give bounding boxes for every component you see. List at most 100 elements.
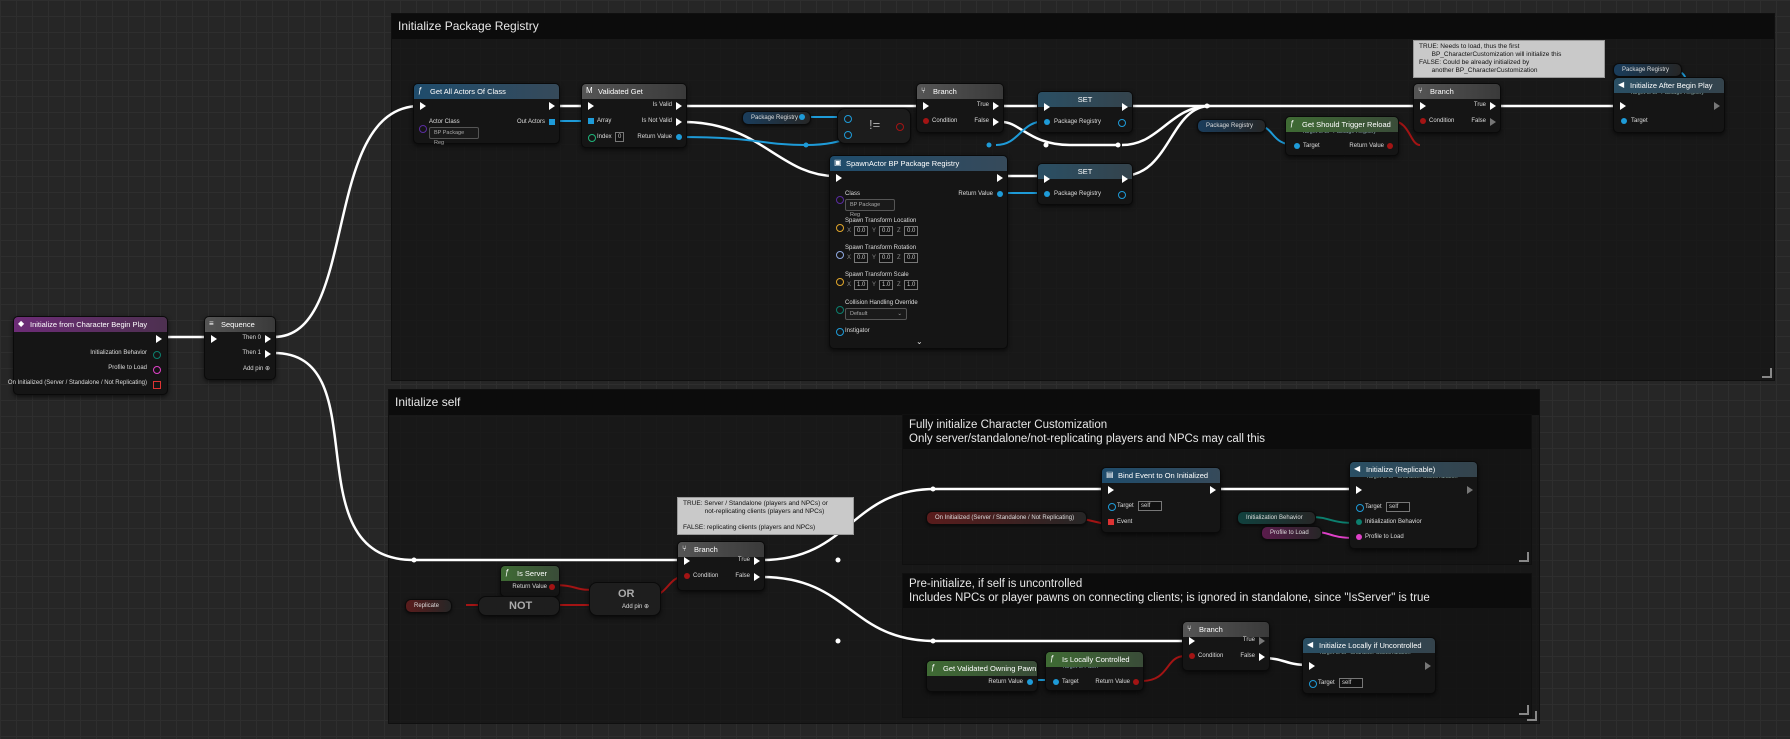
rot-z-input[interactable]: 0.0 (904, 253, 919, 263)
exec-out-pin[interactable] (156, 335, 162, 343)
exec-in-pin[interactable] (1189, 637, 1195, 645)
set-package-registry-node[interactable]: SET Package Registry (1037, 163, 1133, 205)
exec-out-pin[interactable] (1714, 102, 1720, 110)
branch-node[interactable]: ⑂Branch True Condition False (1413, 83, 1501, 133)
delegate-pin[interactable] (153, 381, 161, 389)
false-pin[interactable] (993, 118, 999, 126)
out-actors-pin[interactable] (549, 119, 555, 125)
on-initialized-getter[interactable]: On Initialized (Server / Standalone / No… (926, 511, 1088, 525)
false-pin[interactable] (1490, 118, 1496, 126)
collision-dropdown[interactable]: Default ⌄ (845, 308, 907, 320)
return-pin[interactable] (549, 584, 555, 590)
self-input[interactable]: self (1386, 502, 1410, 512)
array-pin[interactable] (588, 118, 594, 124)
expand-chevron-icon[interactable]: ⌄ (916, 337, 923, 346)
is-not-valid-pin[interactable] (676, 118, 682, 126)
add-pin-button[interactable]: Add pin ⊕ (243, 365, 270, 372)
loc-x-input[interactable]: 0.0 (854, 226, 869, 236)
branch-node[interactable]: ⑂Branch True Condition False (677, 541, 765, 591)
branch-node[interactable]: ⑂Branch True Condition False (1182, 621, 1270, 671)
condition-pin[interactable] (1420, 118, 1426, 124)
exec-out-pin[interactable] (1467, 486, 1473, 494)
add-pin-button[interactable]: Add pin ⊕ (622, 603, 649, 610)
target-pin[interactable] (1356, 504, 1364, 512)
exec-in-pin[interactable] (1044, 175, 1050, 183)
package-registry-getter[interactable]: Package Registry (1197, 119, 1267, 133)
package-registry-in-pin[interactable] (1044, 119, 1050, 125)
target-pin[interactable] (1294, 143, 1300, 149)
exec-in-pin[interactable] (1356, 486, 1362, 494)
condition-pin[interactable] (923, 118, 929, 124)
rot-x-input[interactable]: 0.0 (854, 253, 869, 263)
event-pin[interactable] (1108, 519, 1114, 525)
resize-handle[interactable] (1519, 552, 1529, 562)
not-equal-node[interactable]: != (837, 108, 911, 144)
b-pin[interactable] (844, 131, 852, 139)
profile-pin[interactable] (153, 366, 161, 374)
exec-in-pin[interactable] (588, 102, 594, 110)
class-pin[interactable] (836, 196, 844, 204)
exec-in-pin[interactable] (1309, 662, 1315, 670)
return-pin[interactable] (676, 134, 682, 140)
exec-in-pin[interactable] (1620, 102, 1626, 110)
index-input[interactable]: 0 (615, 132, 625, 142)
target-pin[interactable] (1309, 680, 1317, 688)
event-initialize-from-begin-play[interactable]: ◆Initialize from Character Begin Play In… (8, 316, 168, 395)
self-input[interactable]: self (1138, 501, 1162, 511)
return-pin[interactable] (997, 191, 1003, 197)
exec-out-pin[interactable] (1122, 103, 1128, 111)
then0-pin[interactable] (265, 335, 271, 343)
exec-out-pin[interactable] (1122, 175, 1128, 183)
package-registry-getter[interactable]: Package Registry (1613, 63, 1683, 77)
exec-out-pin[interactable] (997, 174, 1003, 182)
exec-out-pin[interactable] (549, 102, 555, 110)
set-package-registry-node[interactable]: SET Package Registry (1037, 91, 1133, 133)
true-pin[interactable] (1490, 102, 1496, 110)
true-pin[interactable] (993, 102, 999, 110)
replicate-getter[interactable]: Replicate (405, 599, 453, 613)
instigator-pin[interactable] (836, 328, 844, 336)
is-valid-pin[interactable] (676, 102, 682, 110)
a-pin[interactable] (844, 115, 852, 123)
sequence-node[interactable]: ≡Sequence Then 0 Then 1 Add pin ⊕ (204, 316, 276, 380)
profile-to-load-getter[interactable]: Profile to Load (1261, 526, 1322, 540)
loc-z-input[interactable]: 0.0 (904, 226, 919, 236)
scale-z-input[interactable]: 1.0 (904, 280, 919, 290)
target-pin[interactable] (1621, 118, 1627, 124)
rotation-pin[interactable] (836, 251, 844, 259)
scale-x-input[interactable]: 1.0 (854, 280, 869, 290)
resize-handle[interactable] (1762, 368, 1772, 378)
exec-in-pin[interactable] (211, 335, 217, 343)
spawn-actor-node[interactable]: ▣SpawnActor BP Package Registry Class BP… (829, 155, 1008, 349)
exec-out-pin[interactable] (1425, 662, 1431, 670)
class-pin[interactable] (419, 125, 427, 133)
collision-pin[interactable] (836, 306, 844, 314)
behavior-pin[interactable] (1356, 519, 1362, 525)
self-input[interactable]: self (1339, 678, 1363, 688)
rot-y-input[interactable]: 0.0 (879, 253, 894, 263)
bind-event-node[interactable]: ▤Bind Event to On Initialized Target sel… (1101, 467, 1221, 533)
branch-node[interactable]: ⑂Branch True Condition False (916, 83, 1004, 133)
then1-pin[interactable] (265, 350, 271, 358)
return-pin[interactable] (1133, 679, 1139, 685)
resize-handle[interactable] (1527, 711, 1537, 721)
resize-handle[interactable] (1519, 705, 1529, 715)
condition-pin[interactable] (1189, 653, 1195, 659)
loc-y-input[interactable]: 0.0 (879, 226, 894, 236)
condition-pin[interactable] (684, 573, 690, 579)
exec-in-pin[interactable] (1108, 486, 1114, 494)
scale-y-input[interactable]: 1.0 (879, 280, 894, 290)
result-pin[interactable] (896, 123, 904, 131)
profile-pin[interactable] (1356, 534, 1362, 540)
package-registry-getter[interactable]: Package Registry (742, 111, 812, 125)
location-pin[interactable] (836, 224, 844, 232)
true-pin[interactable] (1259, 637, 1265, 645)
package-registry-out-pin[interactable] (1118, 191, 1126, 199)
class-dropdown[interactable]: BP Package Reg (429, 127, 479, 146)
package-registry-out-pin[interactable] (799, 114, 805, 120)
exec-in-pin[interactable] (836, 174, 842, 182)
